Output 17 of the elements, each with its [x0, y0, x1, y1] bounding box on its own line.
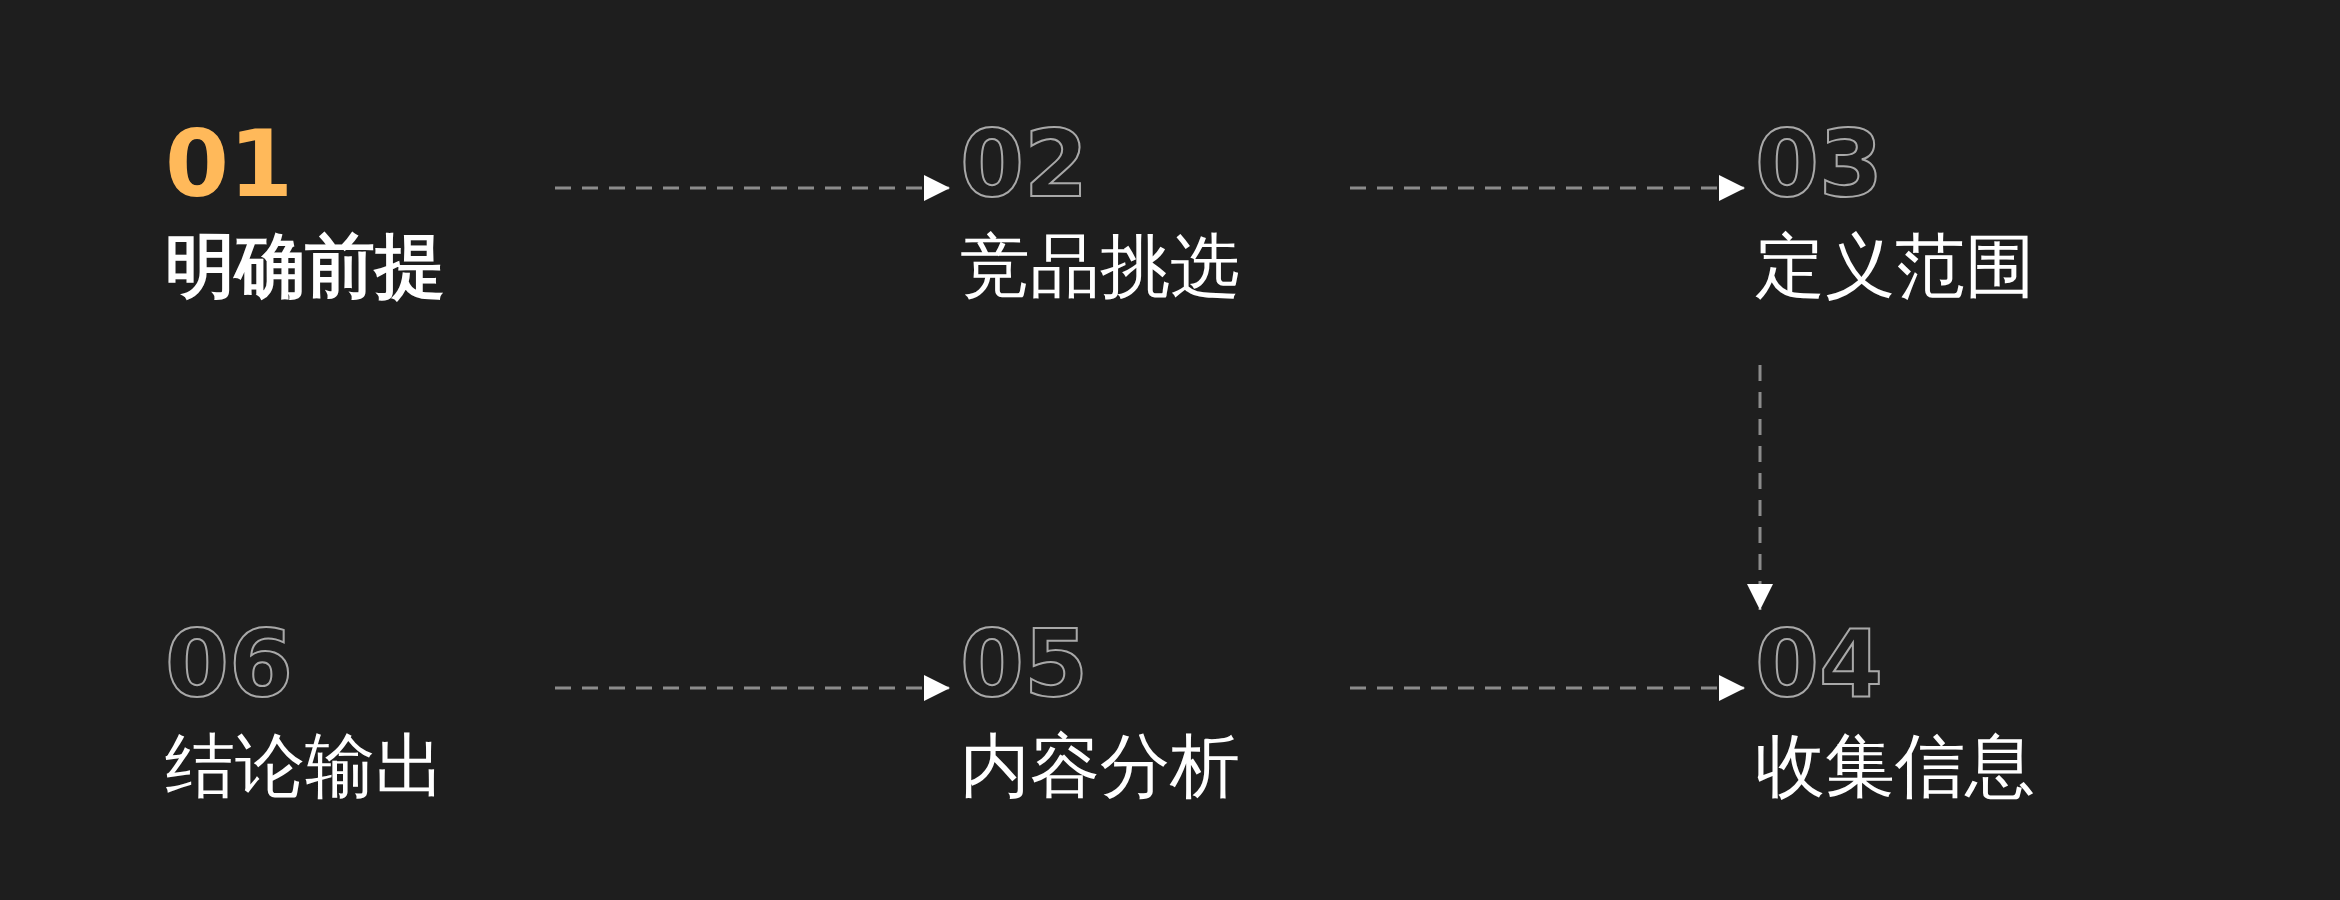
dashed-arrow	[1350, 175, 1745, 201]
step-label: 内容分析	[960, 724, 1240, 809]
step-label: 竞品挑选	[960, 224, 1240, 309]
step-label: 收集信息	[1755, 724, 2035, 809]
dashed-arrow	[555, 675, 950, 701]
step-label: 结论输出	[165, 724, 445, 809]
step-label: 明确前提	[165, 224, 445, 309]
step-label: 定义范围	[1755, 224, 2035, 309]
dashed-arrow	[1350, 675, 1745, 701]
dashed-arrow	[1747, 365, 1773, 610]
step-number: 04	[1755, 615, 1884, 715]
step-number: 03	[1755, 115, 1884, 215]
step-number: 06	[165, 615, 294, 715]
step-number: 05	[960, 615, 1089, 715]
dashed-arrow	[555, 175, 950, 201]
step-number: 01	[165, 115, 294, 215]
step-number: 02	[960, 115, 1089, 215]
